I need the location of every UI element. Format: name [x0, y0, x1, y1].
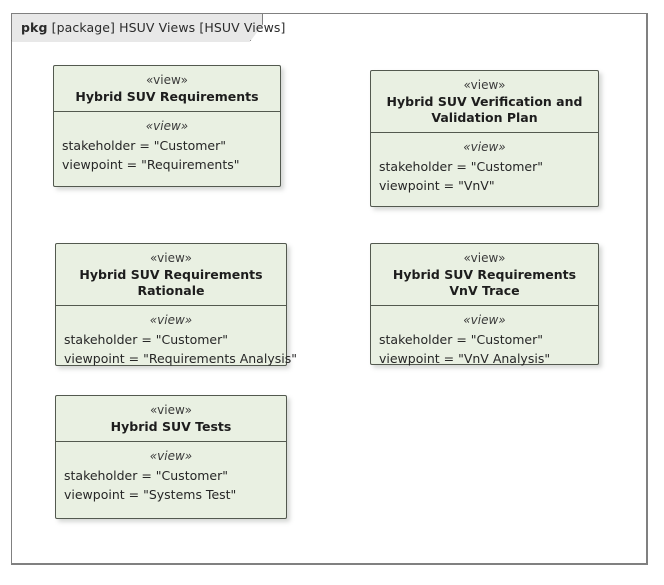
stereotype-label: «view»: [150, 251, 192, 265]
compartment-stereotype-label: «view»: [149, 449, 193, 463]
view-block-header: «view» Hybrid SUV Requirements: [54, 66, 280, 112]
package-tab-label: pkg [package] HSUV Views [HSUV Views]: [21, 20, 285, 35]
view-block-hybrid-suv-vnv-plan[interactable]: «view» Hybrid SUV Verification and Valid…: [370, 70, 599, 207]
property-stakeholder: stakeholder = "Customer": [64, 468, 229, 483]
view-block-header: «view» Hybrid SUV Verification and Valid…: [371, 71, 598, 133]
view-block-header: «view» Hybrid SUV Requirements VnV Trace: [371, 244, 598, 306]
view-block-compartment: «view» stakeholder = "Customer" viewpoin…: [54, 112, 280, 182]
view-block-compartment: «view» stakeholder = "Customer" viewpoin…: [56, 442, 286, 512]
property-stakeholder: stakeholder = "Customer": [64, 332, 229, 347]
view-block-compartment: «view» stakeholder = "Customer" viewpoin…: [371, 133, 598, 203]
package-tab-shape: [11, 13, 263, 41]
view-block-hybrid-suv-requirements-vnv-trace[interactable]: «view» Hybrid SUV Requirements VnV Trace…: [370, 243, 599, 366]
view-block-name: Hybrid SUV Requirements: [75, 89, 259, 104]
compartment-stereotype-label: «view»: [463, 313, 506, 327]
view-block-hybrid-suv-tests[interactable]: «view» Hybrid SUV Tests «view» stakehold…: [55, 395, 287, 519]
view-block-name: Hybrid SUV Requirements Rationale: [79, 267, 263, 298]
property-stakeholder: stakeholder = "Customer": [379, 332, 544, 347]
property-stakeholder: stakeholder = "Customer": [379, 159, 544, 174]
compartment-stereotype-label: «view»: [463, 140, 506, 154]
package-tab[interactable]: pkg [package] HSUV Views [HSUV Views]: [11, 13, 285, 41]
view-block-compartment: «view» stakeholder = "Customer" viewpoin…: [56, 306, 297, 376]
stereotype-label: «view»: [463, 251, 506, 265]
view-block-hybrid-suv-requirements[interactable]: «view» Hybrid SUV Requirements «view» st…: [53, 65, 281, 187]
property-viewpoint: viewpoint = "Systems Test": [64, 487, 237, 502]
property-viewpoint: viewpoint = "VnV Analysis": [379, 351, 551, 366]
package-tab-keyword: pkg: [21, 19, 48, 35]
property-viewpoint: viewpoint = "Requirements": [62, 157, 240, 172]
view-block-name: Hybrid SUV Verification and Validation P…: [386, 94, 583, 125]
compartment-stereotype-label: «view»: [145, 119, 189, 133]
package-tab-seam: [12, 39, 250, 42]
view-block-name: Hybrid SUV Requirements VnV Trace: [392, 267, 577, 298]
view-block-compartment: «view» stakeholder = "Customer" viewpoin…: [371, 306, 598, 376]
view-block-hybrid-suv-requirements-rationale[interactable]: «view» Hybrid SUV Requirements Rationale…: [55, 243, 297, 366]
property-viewpoint: viewpoint = "Requirements Analysis": [64, 351, 297, 366]
view-block-header: «view» Hybrid SUV Requirements Rationale: [56, 244, 286, 306]
stereotype-label: «view»: [146, 73, 188, 87]
view-block-header: «view» Hybrid SUV Tests: [56, 396, 286, 442]
stereotype-label: «view»: [150, 403, 192, 417]
view-block-name: Hybrid SUV Tests: [110, 419, 232, 434]
property-stakeholder: stakeholder = "Customer": [62, 138, 227, 153]
compartment-stereotype-label: «view»: [149, 313, 193, 327]
package-tab-text: [package] HSUV Views [HSUV Views]: [47, 19, 286, 35]
property-viewpoint: viewpoint = "VnV": [379, 178, 495, 193]
stereotype-label: «view»: [463, 78, 506, 92]
